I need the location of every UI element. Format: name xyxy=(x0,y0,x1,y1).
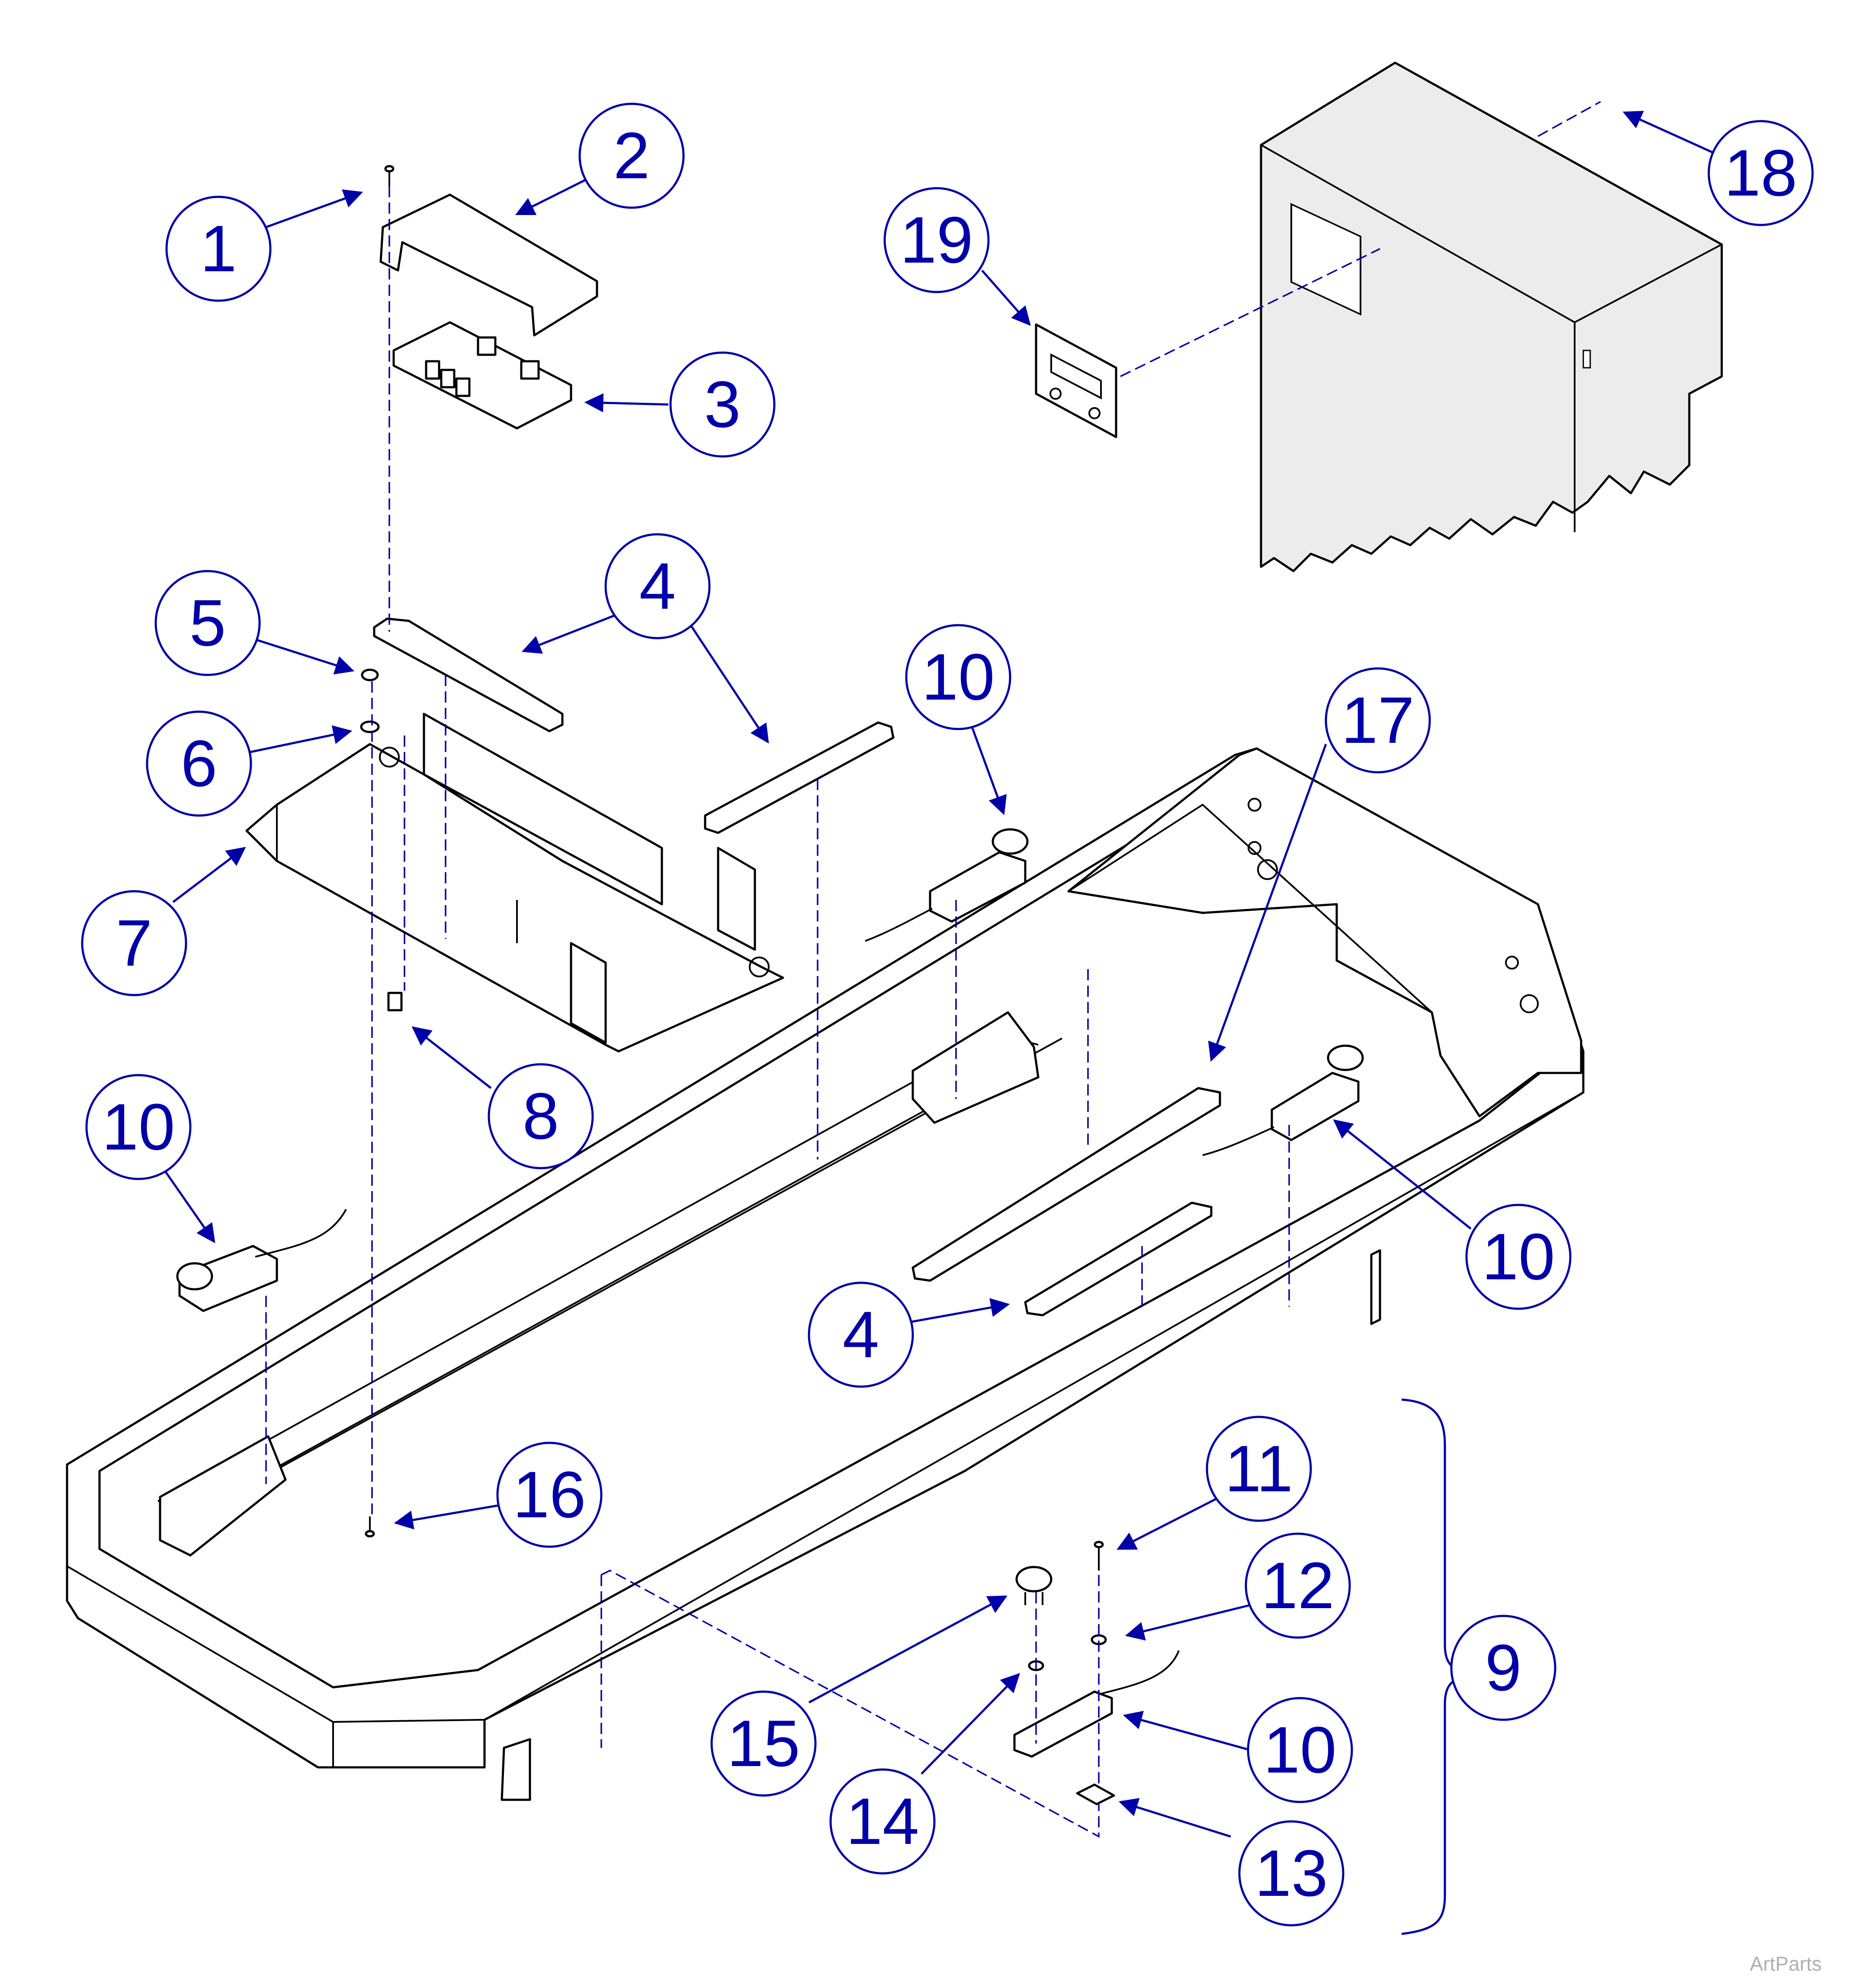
svg-text:10: 10 xyxy=(921,640,995,714)
svg-text:12: 12 xyxy=(1261,1549,1334,1622)
svg-text:16: 16 xyxy=(513,1458,586,1532)
svg-text:2: 2 xyxy=(613,119,650,193)
callout-18: 18 xyxy=(1707,120,1814,226)
callout-10-right: 10 xyxy=(1465,1204,1572,1310)
svg-text:5: 5 xyxy=(189,586,226,660)
callout-15: 15 xyxy=(710,1690,817,1797)
screw-16 xyxy=(365,1516,375,1538)
callout-19: 19 xyxy=(883,187,990,293)
svg-text:1: 1 xyxy=(200,212,237,286)
load-cell-10-right xyxy=(1202,1044,1364,1156)
callout-10-kit: 10 xyxy=(1247,1697,1353,1803)
rail-4-middle xyxy=(704,721,895,834)
load-cell-10-upper xyxy=(865,828,1029,942)
plate-13 xyxy=(1076,1783,1115,1805)
svg-text:17: 17 xyxy=(1341,684,1414,757)
callout-2: 2 xyxy=(578,103,685,209)
callout-13: 13 xyxy=(1238,1820,1345,1927)
svg-text:10: 10 xyxy=(102,1090,175,1164)
svg-text:11: 11 xyxy=(1225,1432,1293,1506)
svg-text:4: 4 xyxy=(639,549,676,623)
washer-6 xyxy=(360,720,380,733)
cover-plate-2 xyxy=(379,193,598,337)
base-frame xyxy=(66,747,1585,1801)
assembly-guide-lines xyxy=(265,101,1601,1838)
callout-1: 1 xyxy=(165,196,272,302)
circuit-board-3 xyxy=(392,321,572,430)
svg-text:18: 18 xyxy=(1724,136,1797,210)
connector-8 xyxy=(387,992,403,1012)
svg-text:9: 9 xyxy=(1485,1631,1522,1705)
callout-4-bottom: 4 xyxy=(808,1281,914,1388)
callout-4-top: 4 xyxy=(604,533,711,639)
svg-text:10: 10 xyxy=(1263,1713,1336,1787)
leader-lines xyxy=(159,111,1716,1838)
callout-9: 9 xyxy=(1450,1615,1556,1721)
svg-text:14: 14 xyxy=(846,1785,919,1858)
callout-12: 12 xyxy=(1245,1532,1351,1639)
mounting-tray-7 xyxy=(245,713,784,1053)
callout-5: 5 xyxy=(154,570,261,676)
svg-text:8: 8 xyxy=(523,1079,559,1153)
svg-text:3: 3 xyxy=(704,368,741,441)
screw-1 xyxy=(384,165,395,186)
callout-11: 11 xyxy=(1206,1416,1312,1522)
rail-4-bottom xyxy=(1024,1201,1213,1317)
display-bezel-19 xyxy=(1035,323,1117,438)
svg-text:10: 10 xyxy=(1482,1220,1555,1294)
svg-text:4: 4 xyxy=(843,1298,879,1371)
svg-text:19: 19 xyxy=(900,203,973,277)
svg-text:7: 7 xyxy=(116,906,153,980)
watermark: ArtParts xyxy=(1750,1953,1822,1975)
callout-14: 14 xyxy=(829,1768,936,1875)
load-cell-10-left xyxy=(176,1209,347,1312)
rail-17 xyxy=(911,1087,1221,1282)
enclosure-cover xyxy=(1260,61,1723,572)
svg-text:13: 13 xyxy=(1255,1837,1328,1910)
callout-6: 6 xyxy=(146,710,252,817)
callout-10-left: 10 xyxy=(85,1074,192,1180)
callout-16: 16 xyxy=(496,1442,603,1548)
svg-text:6: 6 xyxy=(181,727,218,800)
foot-15 xyxy=(1015,1566,1053,1605)
rail-4-top xyxy=(373,617,564,732)
svg-text:15: 15 xyxy=(727,1707,800,1780)
callout-17: 17 xyxy=(1325,667,1431,774)
callout-7: 7 xyxy=(81,890,187,996)
load-cell-10-kit xyxy=(1013,1650,1180,1758)
nut-5 xyxy=(361,668,379,681)
callout-8: 8 xyxy=(488,1063,594,1169)
callout-10-upper: 10 xyxy=(905,624,1011,730)
screw-11 xyxy=(1094,1541,1104,1570)
callout-3: 3 xyxy=(669,351,776,458)
